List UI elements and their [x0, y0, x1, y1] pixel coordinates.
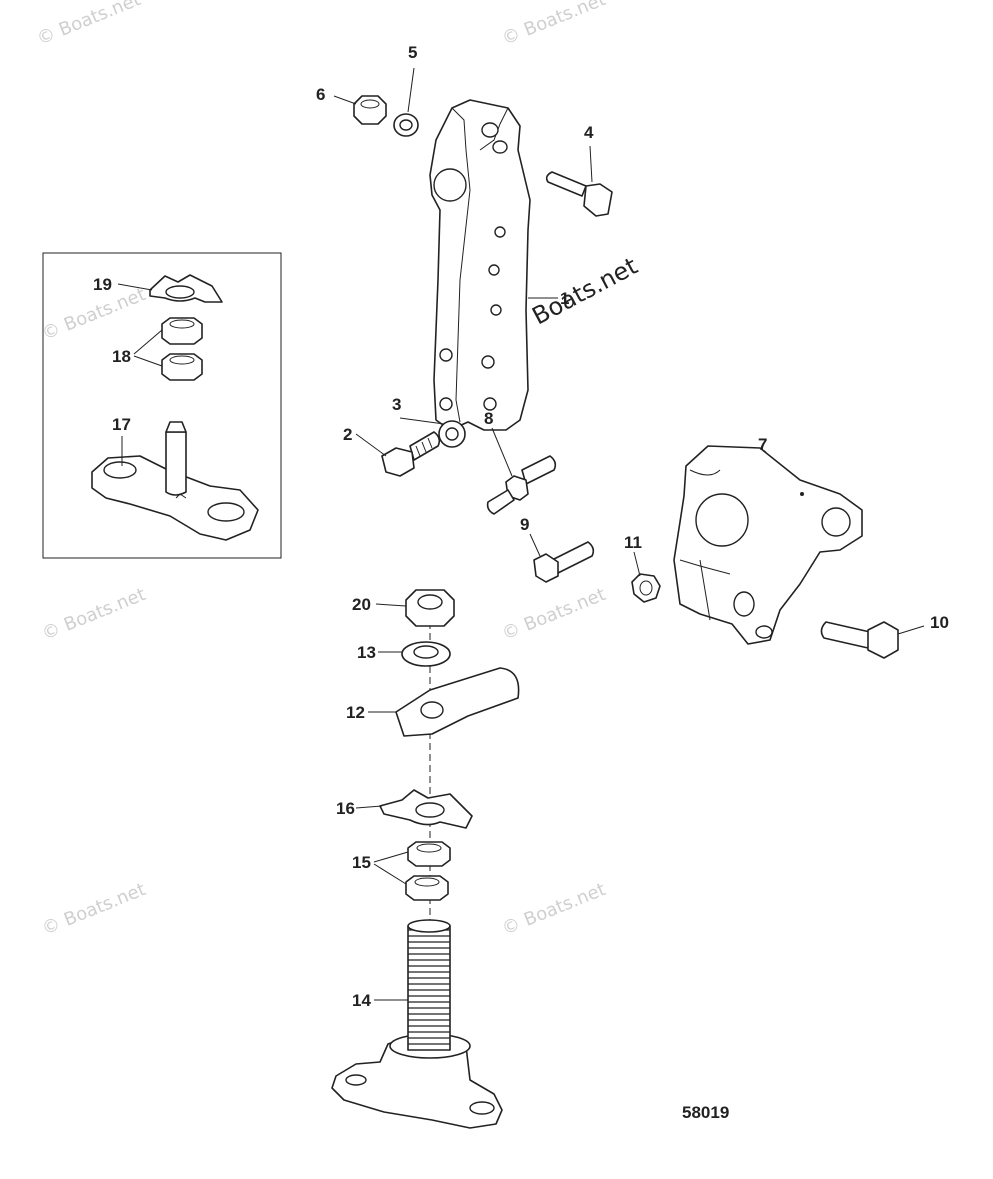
callout-7: 7	[758, 435, 767, 454]
callout-16: 16	[336, 799, 355, 818]
inset-frame	[42, 252, 282, 559]
tab-washer-19	[149, 274, 223, 303]
terminal-12	[395, 667, 520, 737]
callout-13: 13	[357, 643, 376, 662]
callout-11: 11	[624, 533, 642, 552]
bolt-10	[820, 621, 899, 659]
clamp-bracket-7	[673, 445, 863, 645]
callout-1: 1	[560, 289, 569, 308]
mount-base-14	[331, 919, 503, 1129]
callout-17: 17	[112, 415, 131, 434]
watermark: © Boats.net	[34, 0, 144, 50]
watermark: © Boats.net	[499, 879, 609, 940]
washer-3	[438, 420, 466, 448]
callout-10: 10	[930, 613, 949, 632]
nut-11	[631, 573, 661, 603]
nut-20	[405, 589, 455, 627]
callout-labels: 1 2 3 4 5 6 7 8 9 10 11 12 13 14 15 16 1…	[93, 43, 949, 1010]
nuts-18	[161, 317, 203, 381]
callout-4: 4	[584, 123, 594, 142]
callout-8: 8	[484, 409, 493, 428]
callout-2: 2	[343, 425, 352, 444]
callout-14: 14	[352, 991, 371, 1010]
watermark: © Boats.net	[499, 584, 609, 645]
callout-19: 19	[93, 275, 112, 294]
watermark: © Boats.net	[39, 584, 149, 645]
bolt-9	[533, 541, 595, 583]
callout-3: 3	[392, 395, 401, 414]
bracket-arm-1	[429, 99, 531, 431]
leader-lines	[117, 67, 925, 1001]
lock-washer-13	[401, 641, 451, 667]
lock-washer-5	[393, 113, 419, 137]
bolt-4	[545, 171, 613, 217]
watermark: © Boats.net	[499, 0, 609, 50]
callout-9: 9	[520, 515, 529, 534]
callout-18: 18	[112, 347, 131, 366]
callout-15: 15	[352, 853, 371, 872]
callout-5: 5	[408, 43, 417, 62]
nut-6	[353, 95, 387, 125]
callout-20: 20	[352, 595, 371, 614]
tab-washer-16	[379, 789, 473, 829]
figure-number: 58019	[682, 1103, 729, 1122]
callout-12: 12	[346, 703, 365, 722]
callout-6: 6	[316, 85, 325, 104]
flange-bolt-2	[381, 431, 441, 477]
nuts-15	[405, 841, 451, 901]
base-plate-17	[91, 421, 259, 541]
watermark: © Boats.net	[39, 879, 149, 940]
stud-8	[486, 455, 557, 515]
